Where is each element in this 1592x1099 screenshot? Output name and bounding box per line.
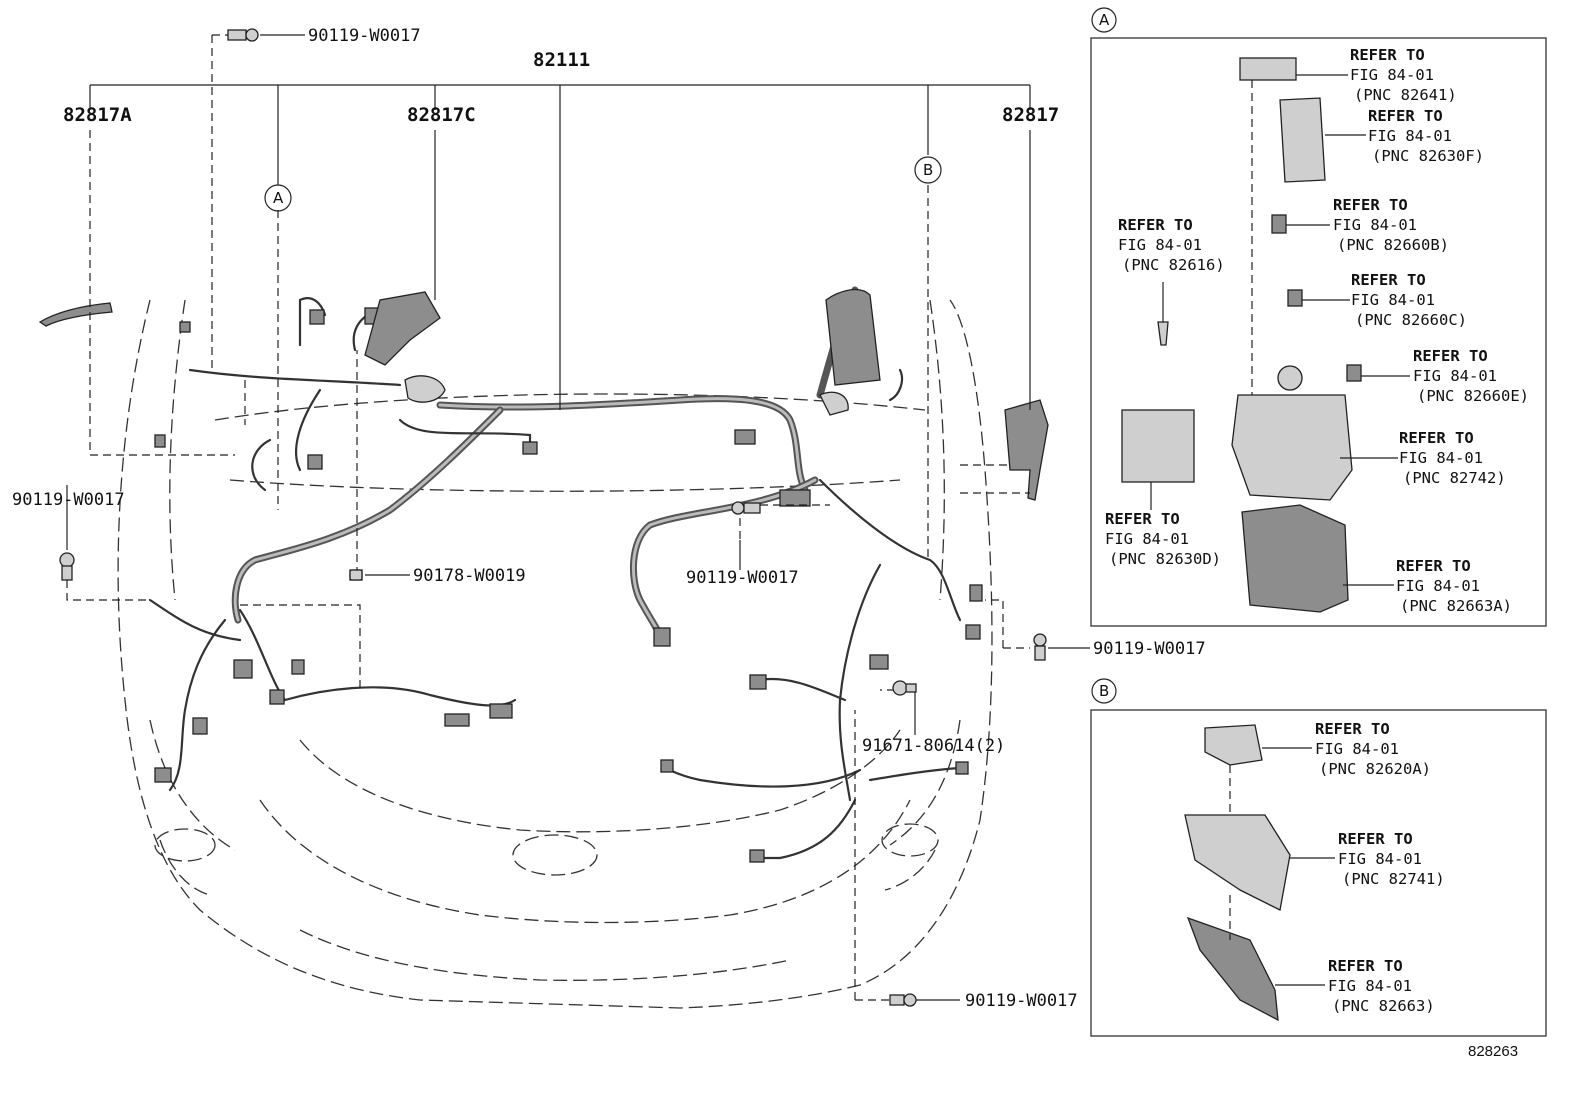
ref-line1: REFER TO (1413, 347, 1488, 365)
clip-icon (892, 680, 917, 696)
junction-block-part (1184, 814, 1291, 911)
fuse-block-part (1121, 409, 1195, 483)
ref-line3: (PNC 82660E) (1417, 387, 1529, 405)
callout-a-label: A (273, 189, 284, 207)
bolt-icon (731, 501, 761, 515)
detail-b-panel: B REFER TO FIG 84-01 (PNC 82620A) REFER … (1090, 678, 1547, 1037)
ref-line3: (PNC 82630D) (1109, 550, 1221, 568)
fuse-part (1271, 214, 1287, 234)
ref-line2: FIG 84-01 (1413, 367, 1497, 385)
illustration-id: 828263 (1468, 1043, 1518, 1060)
ref-line2: FIG 84-01 (1399, 449, 1483, 467)
callout-a-circle (264, 184, 292, 212)
block-cover-part (1241, 504, 1349, 613)
relay-part (1279, 97, 1326, 183)
ref-line3: (PNC 82620A) (1319, 760, 1431, 778)
detail-b-circle (1091, 678, 1117, 704)
callout-b-label: B (923, 161, 933, 179)
fuse-part (1287, 289, 1303, 307)
ref-line3: (PNC 82660C) (1355, 311, 1467, 329)
ref-line2: FIG 84-01 (1396, 577, 1480, 595)
callout-b-circle (914, 156, 942, 184)
ref-line3: (PNC 82630F) (1372, 147, 1484, 165)
vehicle-body-outline (117, 299, 993, 1009)
ref-line1: REFER TO (1396, 557, 1471, 575)
ref-line2: FIG 84-01 (1118, 236, 1202, 254)
ref-line2: FIG 84-01 (1315, 740, 1399, 758)
ref-line2: FIG 84-01 (1368, 127, 1452, 145)
ref-line1: REFER TO (1328, 957, 1403, 975)
part-number-labels: 82111 82817A 82817C 82817 A B 90119-W001… (12, 26, 1206, 1011)
main-harness-label: 82111 (533, 49, 590, 71)
harness-connectors (38, 288, 1049, 863)
harness-label-right: 82817 (1002, 104, 1059, 126)
ref-line1: REFER TO (1315, 720, 1390, 738)
harness-label-center: 82817C (407, 104, 476, 126)
leader-lines (66, 34, 1090, 1001)
junction-block-part (1231, 394, 1353, 501)
ref-line3: (PNC 82660B) (1337, 236, 1449, 254)
ref-line1: REFER TO (1333, 196, 1408, 214)
bolt-icon (59, 552, 75, 581)
fastener-label: 90119-W0017 (308, 26, 421, 46)
ref-line3: (PNC 82616) (1122, 256, 1225, 274)
ref-line1: REFER TO (1118, 216, 1193, 234)
bolt-icon (889, 993, 917, 1007)
terminal-part (1157, 321, 1169, 346)
fastener-label: 91671-80614(2) (862, 736, 1005, 756)
nut-icon (349, 569, 363, 581)
harness-label-left: 82817A (63, 104, 132, 126)
detail-a-circle (1091, 7, 1117, 33)
detail-b-frame (1090, 709, 1547, 1037)
ref-line2: FIG 84-01 (1350, 66, 1434, 84)
ref-line2: FIG 84-01 (1328, 977, 1412, 995)
ref-line1: REFER TO (1351, 271, 1426, 289)
relay-part (1204, 724, 1263, 766)
ref-line2: FIG 84-01 (1333, 216, 1417, 234)
fastener-label: 90119-W0017 (965, 991, 1078, 1011)
ref-line2: FIG 84-01 (1105, 530, 1189, 548)
bolt-icon (1033, 633, 1047, 661)
junction-block-stud (1277, 365, 1303, 391)
fastener-icons (59, 28, 1047, 1007)
ref-line1: REFER TO (1399, 429, 1474, 447)
detail-a-title: A (1099, 11, 1110, 29)
block-cover-part (1186, 916, 1279, 1022)
ref-line3: (PNC 82641) (1354, 86, 1457, 104)
ref-line3: (PNC 82663) (1332, 997, 1435, 1015)
bolt-icon (227, 28, 259, 42)
fastener-label: 90119-W0017 (1093, 639, 1206, 659)
detail-b-title: B (1099, 682, 1109, 700)
ref-line3: (PNC 82663A) (1400, 597, 1512, 615)
relay-block-part (1239, 57, 1297, 81)
fastener-label: 90178-W0019 (413, 566, 526, 586)
ref-line2: FIG 84-01 (1338, 850, 1422, 868)
fastener-label: 90119-W0017 (686, 568, 799, 588)
detail-a-panel: A REFER TO FIG 84-01 (PNC 82641) REFER T… (1090, 7, 1547, 627)
ref-line3: (PNC 82741) (1342, 870, 1445, 888)
fastener-label: 90119-W0017 (12, 490, 125, 510)
ref-line3: (PNC 82742) (1403, 469, 1506, 487)
ref-line1: REFER TO (1368, 107, 1443, 125)
fuse-part (1346, 364, 1362, 382)
ref-line1: REFER TO (1350, 46, 1425, 64)
ref-line1: REFER TO (1105, 510, 1180, 528)
ref-line1: REFER TO (1338, 830, 1413, 848)
detail-a-frame (1090, 37, 1547, 627)
ref-line2: FIG 84-01 (1351, 291, 1435, 309)
